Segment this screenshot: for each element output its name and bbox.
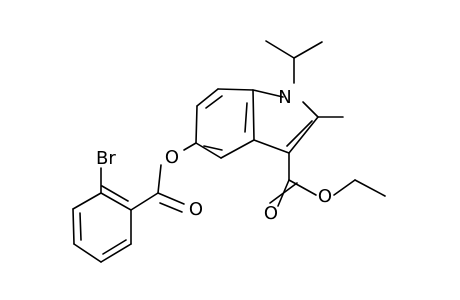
ester-bridge-oxygen-label: O	[165, 147, 179, 168]
bond	[195, 105, 198, 144]
bond	[293, 41, 323, 59]
bond	[159, 202, 183, 213]
bond	[102, 239, 127, 255]
bond	[288, 179, 317, 196]
bond	[203, 145, 223, 151]
bond	[79, 212, 82, 241]
bond	[288, 116, 319, 154]
benzoyl-carbonyl-oxygen-label: O	[189, 199, 203, 220]
nitrogen-label: N	[278, 87, 291, 108]
ethyl-ester-ether-oxygen-label: O	[318, 186, 332, 207]
bond	[253, 139, 290, 154]
bond	[100, 243, 132, 263]
atom-labels: Br N O O O O	[96, 87, 332, 224]
bond	[72, 208, 75, 245]
bond	[101, 185, 129, 202]
bond	[72, 192, 102, 210]
bond	[205, 95, 223, 109]
bromine-label: Br	[96, 148, 116, 169]
bond	[302, 101, 319, 118]
bond	[196, 88, 219, 107]
bond	[244, 102, 248, 133]
bond	[157, 164, 162, 194]
bond	[220, 139, 255, 159]
bond	[130, 192, 159, 211]
bond	[73, 243, 102, 263]
bond	[269, 182, 298, 204]
bond	[354, 179, 386, 197]
bond-lines	[72, 40, 386, 263]
bond	[100, 192, 132, 211]
bond	[252, 89, 284, 98]
bond	[195, 142, 222, 159]
ethyl-ester-carbonyl-oxygen-label: O	[264, 203, 278, 224]
bond	[157, 192, 185, 205]
bond	[333, 179, 356, 196]
bond	[217, 88, 254, 91]
bond	[265, 40, 295, 59]
bond	[252, 89, 255, 141]
bond	[183, 142, 197, 151]
bond	[286, 120, 313, 147]
